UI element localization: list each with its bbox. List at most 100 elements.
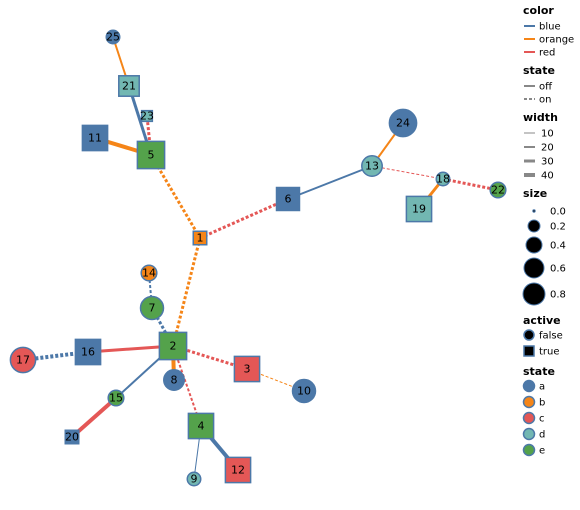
node-square-16	[74, 338, 102, 366]
node-label-17: 17	[16, 354, 30, 367]
legend-title-color: color	[523, 4, 554, 17]
node-label-1: 1	[197, 232, 204, 245]
legend-swatch-size-0.2	[527, 219, 541, 233]
node-24[interactable]: 24	[388, 108, 418, 138]
node-label-23: 23	[140, 110, 154, 123]
node-circle-15	[107, 389, 125, 407]
node-12[interactable]: 12	[224, 456, 252, 484]
node-7[interactable]: 7	[139, 295, 165, 321]
node-circle-9	[186, 471, 202, 487]
node-layer: 1234567891011121314151617181920212223242…	[9, 29, 507, 487]
legend-swatch-size-0.8	[522, 282, 546, 306]
legend: colorblueorangeredstateoffonwidth1020304…	[522, 4, 574, 457]
node-4[interactable]: 4	[187, 412, 215, 440]
node-14[interactable]: 14	[140, 264, 158, 282]
node-6[interactable]: 6	[275, 186, 301, 212]
node-label-15: 15	[109, 392, 123, 405]
legend-label-width-20: 20	[541, 143, 554, 154]
legend-label-blue: blue	[539, 22, 561, 33]
legend-title-width: width	[523, 111, 558, 124]
node-label-8: 8	[171, 374, 178, 387]
legend-label-state-a: a	[539, 382, 545, 393]
node-22[interactable]: 22	[489, 181, 507, 199]
node-label-3: 3	[244, 363, 251, 376]
node-21[interactable]: 21	[118, 75, 140, 97]
node-square-3	[233, 355, 261, 383]
legend-title-active: active	[523, 314, 561, 327]
node-label-22: 22	[491, 184, 505, 197]
node-1[interactable]: 1	[192, 230, 208, 246]
node-label-2: 2	[170, 340, 177, 353]
node-5[interactable]: 5	[136, 140, 166, 170]
node-label-4: 4	[198, 420, 205, 433]
legend-label-off: off	[539, 82, 553, 93]
legend-label-state-c: c	[539, 414, 545, 425]
node-circle-25	[105, 29, 121, 45]
node-label-19: 19	[412, 203, 426, 216]
node-20[interactable]: 20	[64, 429, 80, 445]
node-circle-17	[9, 346, 37, 374]
legend-label-active-true: true	[539, 347, 560, 358]
node-3[interactable]: 3	[233, 355, 261, 383]
node-square-4	[187, 412, 215, 440]
node-label-18: 18	[436, 173, 450, 186]
node-15[interactable]: 15	[107, 389, 125, 407]
node-2[interactable]: 2	[158, 331, 188, 361]
node-label-20: 20	[65, 431, 79, 444]
legend-swatch-active-false	[523, 329, 535, 341]
node-label-11: 11	[88, 132, 102, 145]
node-17[interactable]: 17	[9, 346, 37, 374]
node-square-2	[158, 331, 188, 361]
node-11[interactable]: 11	[81, 124, 109, 152]
edge-18-22	[442, 177, 499, 192]
node-square-20	[64, 429, 80, 445]
node-8[interactable]: 8	[163, 369, 185, 391]
node-label-12: 12	[231, 464, 245, 477]
legend-label-width-40: 40	[541, 171, 554, 182]
node-19[interactable]: 19	[405, 195, 433, 223]
legend-label-active-false: false	[539, 331, 563, 342]
legend-swatch-state-e	[522, 443, 536, 457]
edge-13-18	[371, 165, 444, 180]
node-circle-22	[489, 181, 507, 199]
legend-label-state-e: e	[539, 446, 545, 457]
node-square-6	[275, 186, 301, 212]
node-25[interactable]: 25	[105, 29, 121, 45]
node-label-21: 21	[122, 80, 136, 93]
legend-swatch-size-0.4	[525, 236, 543, 254]
node-square-11	[81, 124, 109, 152]
node-square-23	[140, 109, 154, 123]
node-label-10: 10	[297, 385, 311, 398]
node-18[interactable]: 18	[435, 171, 451, 187]
node-9[interactable]: 9	[186, 471, 202, 487]
node-13[interactable]: 13	[361, 155, 383, 177]
node-label-14: 14	[142, 267, 156, 280]
legend-label-width-30: 30	[541, 157, 554, 168]
node-label-6: 6	[285, 193, 292, 206]
node-square-21	[118, 75, 140, 97]
legend-label-size-0.4: 0.4	[550, 241, 566, 252]
node-square-19	[405, 195, 433, 223]
legend-label-size-0.2: 0.2	[550, 222, 566, 233]
node-label-16: 16	[81, 346, 95, 359]
legend-label-state-d: d	[539, 430, 545, 441]
legend-swatch-state-c	[522, 411, 536, 425]
legend-label-red: red	[539, 48, 555, 59]
legend-swatch-state-d	[522, 427, 536, 441]
node-square-12	[224, 456, 252, 484]
legend-title-size: size	[523, 187, 547, 200]
node-23[interactable]: 23	[140, 110, 154, 123]
edge-1-2	[171, 237, 202, 347]
node-label-24: 24	[396, 117, 410, 130]
legend-label-size-0.0: 0.0	[550, 207, 566, 218]
node-10[interactable]: 10	[291, 378, 317, 404]
node-circle-14	[140, 264, 158, 282]
node-16[interactable]: 16	[74, 338, 102, 366]
node-label-5: 5	[148, 149, 155, 162]
node-label-25: 25	[106, 31, 120, 44]
node-square-1	[192, 230, 208, 246]
edge-1-6	[199, 197, 289, 240]
legend-label-on: on	[539, 95, 551, 106]
legend-label-width-10: 10	[541, 129, 554, 140]
node-label-7: 7	[149, 302, 156, 315]
